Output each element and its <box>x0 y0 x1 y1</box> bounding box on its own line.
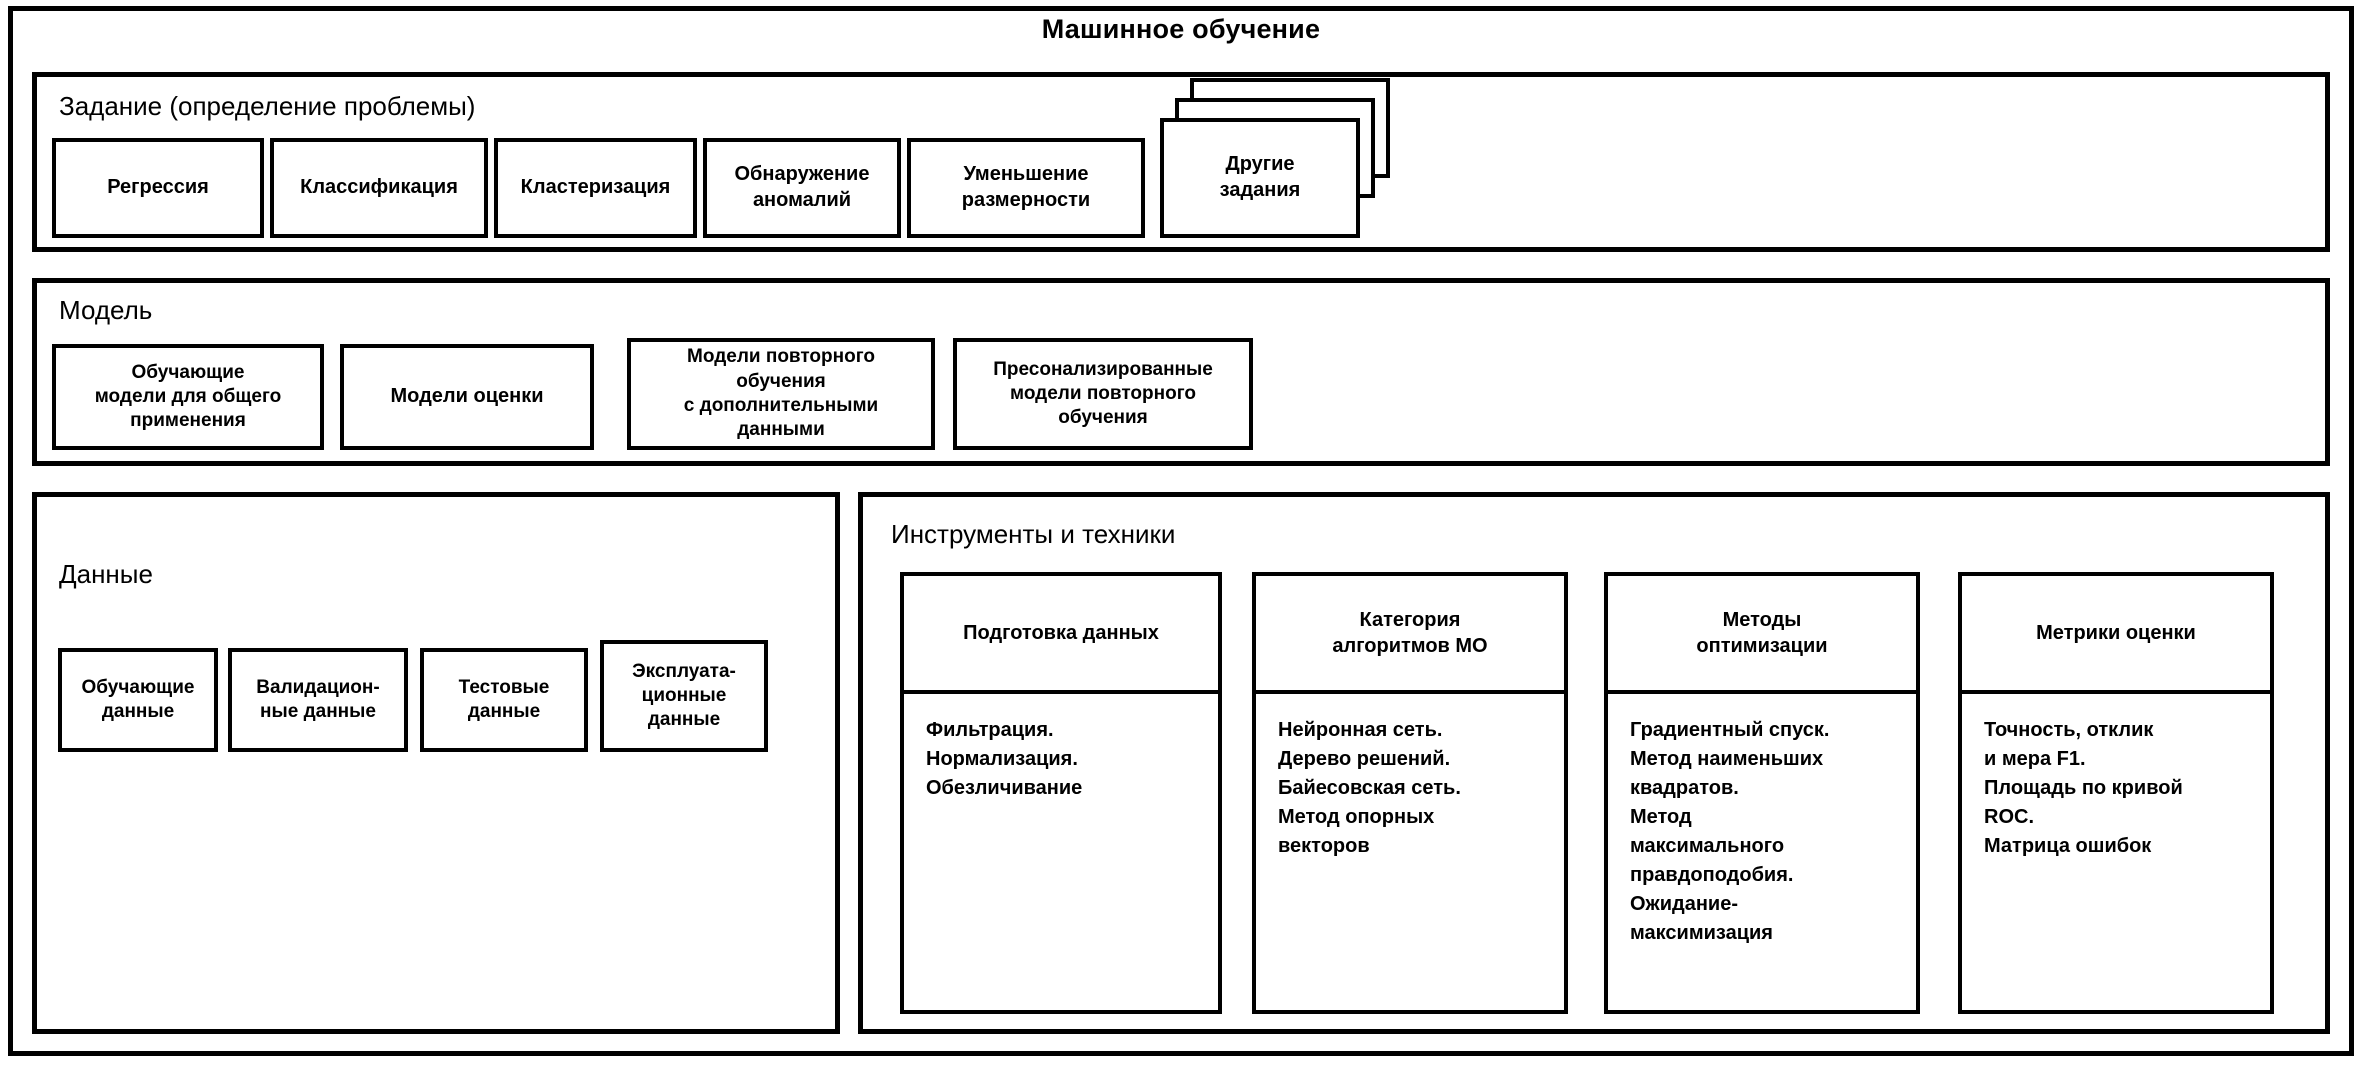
task-item-label: Регрессия <box>107 176 209 199</box>
task-item-clustering[interactable]: Кластеризация <box>494 138 697 238</box>
model-item-label: Обучающие модели для общего применения <box>94 361 282 432</box>
model-item-label: Пресонализированные модели повторного об… <box>993 358 1213 429</box>
data-item-test-data[interactable]: Тестовые данные <box>420 648 588 752</box>
section-task-title: Задание (определение проблемы) <box>59 91 476 121</box>
task-item-dimensionality-reduction[interactable]: Уменьшение размерности <box>907 138 1145 238</box>
tools-column-evaluation-metrics[interactable]: Метрики оценки Точность, отклик и мера F… <box>1958 572 2274 1014</box>
tools-column-header: Подготовка данных <box>904 576 1218 694</box>
data-item-validation-data[interactable]: Валидацион- ные данные <box>228 648 408 752</box>
tools-column-ml-algorithm-category[interactable]: Категория алгоритмов МО Нейронная сеть. … <box>1252 572 1568 1014</box>
task-item-label: Классификация <box>300 176 458 199</box>
data-item-label: Обучающие данные <box>81 676 195 722</box>
task-item-other-tasks[interactable]: Другие задания <box>1160 118 1360 238</box>
section-tools-title: Инструменты и техники <box>891 519 1176 549</box>
tools-column-body: Градиентный спуск. Метод наименьших квад… <box>1630 719 1830 944</box>
tools-column-header: Категория алгоритмов МО <box>1256 576 1564 694</box>
page-title: Машинное обучение <box>1041 14 1321 44</box>
model-item-label: Модели повторного обучения с дополнитель… <box>683 346 879 441</box>
tools-column-body: Фильтрация. Нормализация. Обезличивание <box>926 719 1083 799</box>
tools-column-header: Методы оптимизации <box>1608 576 1916 694</box>
task-item-regression[interactable]: Регрессия <box>52 138 264 238</box>
task-item-label: Кластеризация <box>520 176 671 199</box>
task-item-label: Другие задания <box>1219 153 1301 201</box>
model-item-evaluation-models[interactable]: Модели оценки <box>340 344 594 450</box>
data-item-label: Эксплуата- ционные данные <box>632 660 736 731</box>
tools-column-body: Точность, отклик и мера F1. Площадь по к… <box>1984 719 2183 857</box>
section-data-title: Данные <box>59 559 153 589</box>
tools-column-data-preparation[interactable]: Подготовка данных Фильтрация. Нормализац… <box>900 572 1222 1014</box>
task-item-anomaly-detection[interactable]: Обнаружение аномалий <box>703 138 901 238</box>
task-item-classification[interactable]: Классификация <box>270 138 488 238</box>
data-item-label: Тестовые данные <box>458 676 550 722</box>
model-item-personalized-retraining-models[interactable]: Пресонализированные модели повторного об… <box>953 338 1253 450</box>
section-data: Данные <box>32 492 840 1034</box>
tools-column-body: Нейронная сеть. Дерево решений. Байесовс… <box>1278 719 1461 857</box>
model-item-retraining-models-with-extra-data[interactable]: Модели повторного обучения с дополнитель… <box>627 338 935 450</box>
task-item-label: Обнаружение аномалий <box>734 163 870 211</box>
task-item-label: Уменьшение размерности <box>961 163 1091 211</box>
tools-column-optimization-methods[interactable]: Методы оптимизации Градиентный спуск. Ме… <box>1604 572 1920 1014</box>
model-item-label: Модели оценки <box>390 385 544 408</box>
data-item-training-data[interactable]: Обучающие данные <box>58 648 218 752</box>
model-item-general-purpose-training-models[interactable]: Обучающие модели для общего применения <box>52 344 324 450</box>
data-item-label: Валидацион- ные данные <box>256 676 380 722</box>
tools-column-header: Метрики оценки <box>1962 576 2270 694</box>
data-item-operational-data[interactable]: Эксплуата- ционные данные <box>600 640 768 752</box>
section-model-title: Модель <box>59 295 153 325</box>
